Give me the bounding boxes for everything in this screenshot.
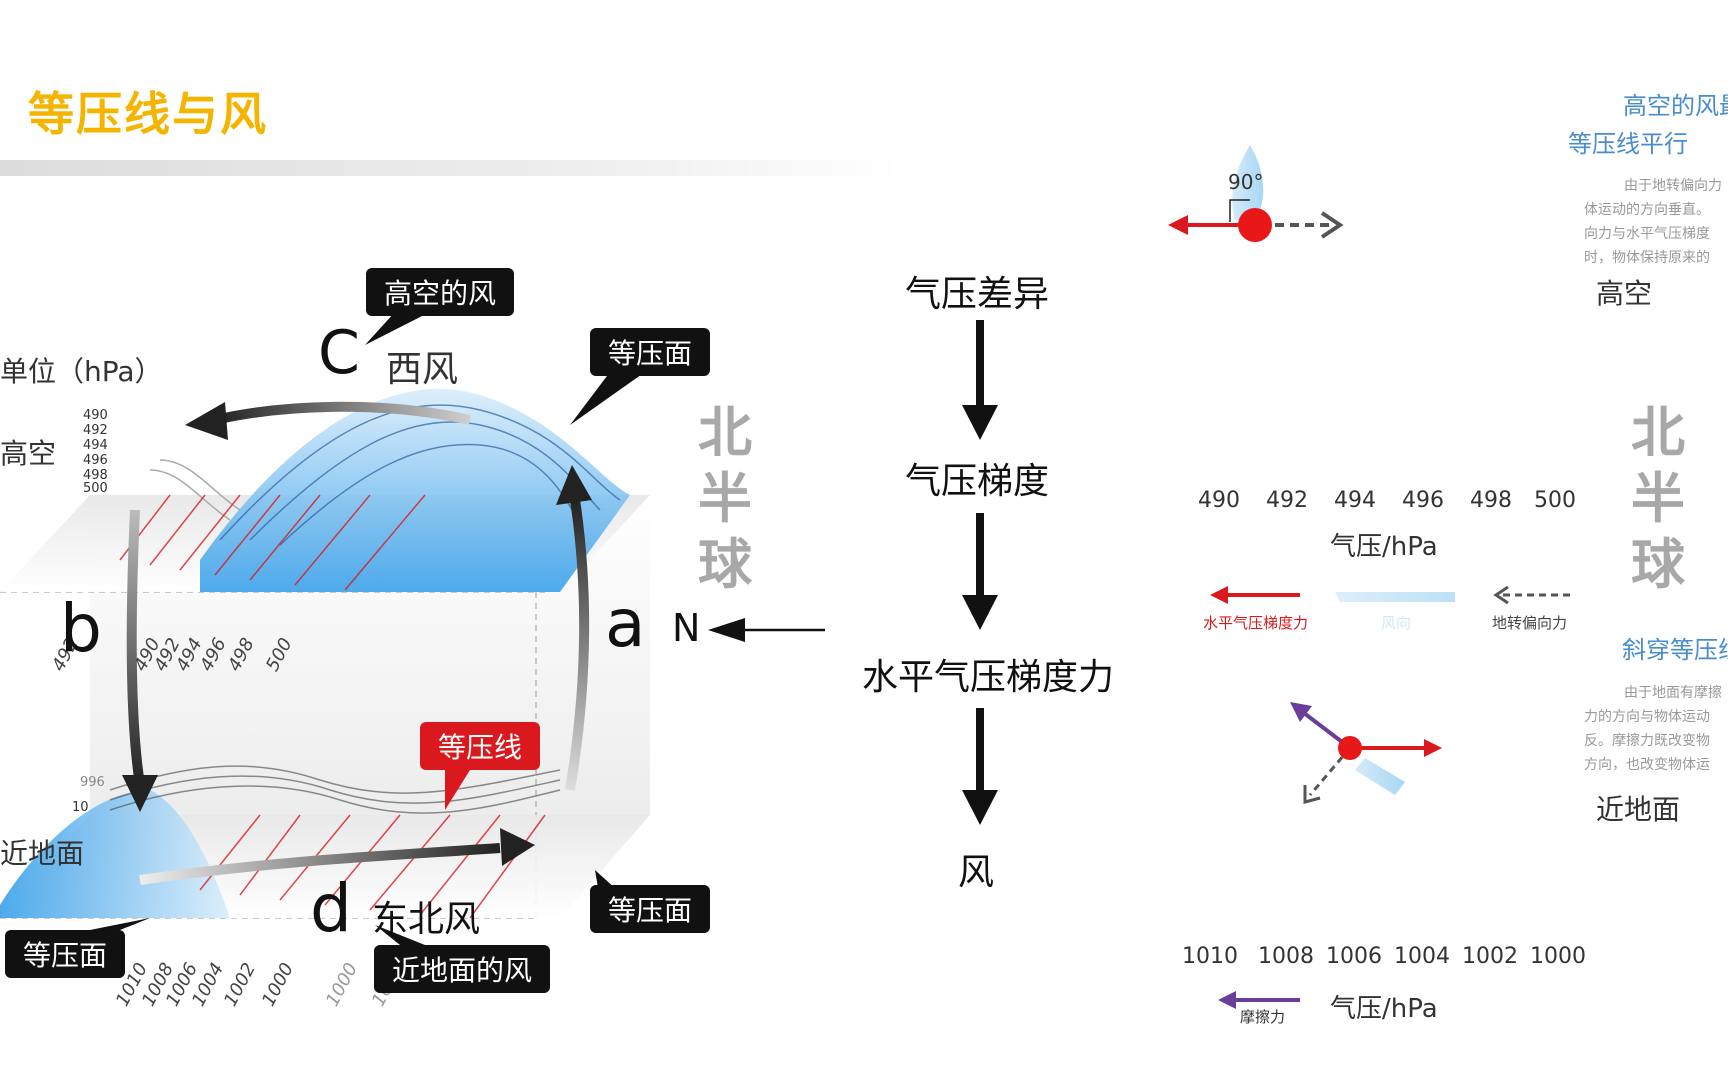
surface-axis-tick: 1004 — [1394, 944, 1450, 969]
upper-axis-tick: 490 — [1198, 488, 1240, 513]
letter-c: C — [318, 318, 360, 388]
north-label: N — [672, 606, 701, 650]
legend-pgf-label: 水平气压梯度力 — [1203, 614, 1309, 632]
upper-panel-desc: 时，物体保持原来的 — [1584, 250, 1710, 266]
surface-axis-tick: 1006 — [1326, 944, 1382, 969]
upper-axis-label: 气压/hPa — [1330, 532, 1438, 562]
flow-step-pgf: 水平气压梯度力 — [862, 657, 1115, 698]
hemisphere-char: 北 — [698, 401, 752, 464]
upper-isobaric-plane — [0, 388, 650, 592]
title-underline — [0, 160, 900, 176]
upper-level-490: 490 — [83, 408, 108, 423]
callout-isobaric-surface-top: 等压面 — [590, 328, 711, 376]
upper-level-label: 高空 — [0, 437, 57, 470]
surface-axis-tick: 1010 — [1182, 944, 1238, 969]
hemisphere-char: 球 — [1631, 533, 1685, 596]
legend-coriolis-label: 地转偏向力 — [1492, 614, 1568, 632]
wind-northeast-label: 东北风 — [372, 899, 481, 940]
hemisphere-char: 北 — [1631, 401, 1685, 464]
right-angle-label: 90° — [1228, 170, 1264, 194]
upper-level-500: 500 — [83, 481, 108, 496]
lower-level-10: 10 — [72, 800, 89, 815]
upper-axis-tick: 500 — [1534, 488, 1576, 513]
upper-axis-tick: 496 — [1402, 488, 1444, 513]
hemisphere-char: 半 — [698, 467, 752, 530]
hemisphere-label-right: 北 半 球 — [1623, 400, 1693, 598]
ground-level-label: 近地面 — [0, 837, 85, 870]
letter-b: b — [60, 590, 102, 667]
callout-isobaric-surface-bottom-left: 等压面 — [5, 930, 126, 978]
flow-arrows — [962, 320, 998, 825]
upper-level-494: 494 — [83, 438, 108, 453]
surface-panel-place: 近地面 — [1596, 793, 1681, 826]
page-title: 等压线与风 — [28, 87, 268, 141]
legend-wind-label: 风向 — [1381, 614, 1412, 632]
surface-panel-title: 斜穿等压线 — [1622, 636, 1728, 664]
upper-axis-tick: 498 — [1470, 488, 1512, 513]
upper-panel-place: 高空 — [1596, 277, 1653, 310]
callout-ground-wind: 近地面的风 — [374, 945, 551, 993]
upper-panel-title-2: 等压线平行 — [1568, 130, 1688, 158]
upper-panel-title-1: 高空的风最 — [1623, 92, 1728, 120]
upper-axis-tick: 492 — [1266, 488, 1308, 513]
surface-panel-desc: 方向，也改变物体运 — [1584, 757, 1710, 773]
letter-d: d — [310, 870, 352, 947]
surface-panel-desc: 力的方向与物体运动 — [1584, 709, 1710, 725]
flow-step-pressure-gradient: 气压梯度 — [905, 461, 1050, 502]
upper-level-498: 498 — [83, 468, 108, 483]
wind-west-label: 西风 — [386, 349, 459, 390]
callout-upper-wind: 高空的风 — [366, 268, 515, 316]
flow-step-pressure-difference: 气压差异 — [905, 274, 1050, 315]
surface-axis-tick: 1000 — [1530, 944, 1586, 969]
upper-panel-desc: 向力与水平气压梯度 — [1584, 226, 1710, 242]
upper-panel-desc: 体运动的方向垂直。 — [1584, 202, 1710, 218]
north-arrow — [708, 618, 825, 642]
lower-level-996: 996 — [80, 775, 105, 790]
upper-axis-tick: 494 — [1334, 488, 1376, 513]
callout-isobaric-surface-bottom-right: 等压面 — [590, 885, 711, 933]
upper-level-492: 492 — [83, 423, 108, 438]
lower-isobaric-plane — [0, 765, 650, 919]
surface-axis-tick: 1002 — [1462, 944, 1518, 969]
hemisphere-char: 半 — [1631, 467, 1685, 530]
upper-panel-desc: 由于地转偏向力 — [1624, 178, 1722, 194]
upper-wind-panel — [1168, 135, 1558, 420]
upper-level-496: 496 — [83, 453, 108, 468]
letter-a: a — [605, 585, 646, 662]
force-legend — [1210, 585, 1570, 605]
hemisphere-label-left: 北 半 球 — [690, 400, 760, 598]
callout-isobar: 等压线 — [420, 722, 541, 770]
surface-panel-desc: 反。摩擦力既改变物 — [1584, 733, 1710, 749]
flow-step-wind: 风 — [958, 852, 995, 893]
surface-axis-label: 气压/hPa — [1330, 994, 1438, 1024]
circulation-arrows — [122, 401, 592, 885]
unit-label: 单位（hPa） — [0, 355, 163, 388]
surface-panel-desc: 由于地面有摩擦 — [1624, 685, 1722, 701]
surface-wind-panel — [1216, 660, 1558, 1009]
hemisphere-char: 球 — [698, 533, 752, 596]
legend-friction-label: 摩擦力 — [1240, 1008, 1286, 1026]
surface-axis-tick: 1008 — [1258, 944, 1314, 969]
